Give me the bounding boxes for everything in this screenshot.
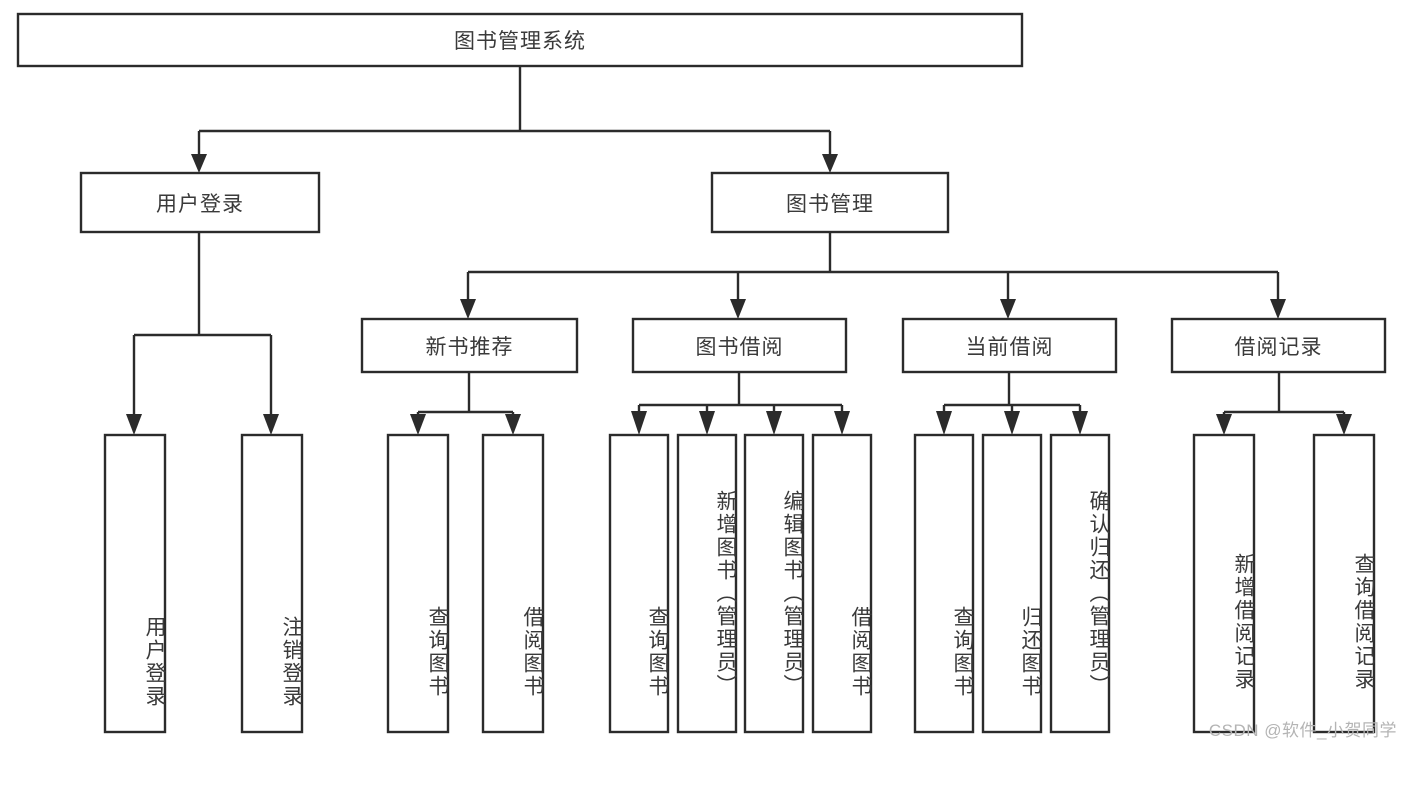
node-box-edit-book-admin[interactable] [743, 433, 805, 734]
watermark-text: CSDN @软件_小贺同学 [1208, 721, 1397, 740]
arrowhead-user-login-do [126, 414, 142, 435]
arrowhead-borrow-book-1 [505, 414, 521, 435]
arrowhead-query-borrow-record [1336, 414, 1352, 435]
diagram-root: 图书管理系统 用户登录 图书管理 新书推荐 图书借阅 当前借阅 借阅记录 用户登… [16, 12, 1397, 740]
node-box-query-book-1[interactable] [386, 433, 450, 734]
arrowhead-user-login [191, 154, 207, 173]
node-box-root[interactable] [16, 12, 1024, 68]
arrowhead-query-book-3 [936, 411, 952, 435]
arrowhead-user-logout [263, 414, 279, 435]
arrowhead-add-book-admin [699, 411, 715, 435]
arrowhead-current-borrow [1000, 299, 1016, 319]
arrowhead-book-borrow [730, 299, 746, 319]
node-box-confirm-return-admin[interactable] [1049, 433, 1111, 734]
arrowhead-new-book-recommend [460, 299, 476, 319]
node-box-query-book-3[interactable] [913, 433, 975, 734]
arrowhead-confirm-return-admin [1072, 411, 1088, 435]
arrowhead-query-book-2 [631, 411, 647, 435]
node-box-return-book[interactable] [981, 433, 1043, 734]
arrowhead-book-manage [822, 154, 838, 173]
arrowhead-edit-book-admin [766, 411, 782, 435]
node-box-borrow-record[interactable] [1170, 317, 1387, 374]
node-box-add-book-admin[interactable] [676, 433, 738, 734]
node-box-query-book-2[interactable] [608, 433, 670, 734]
node-box-book-borrow[interactable] [631, 317, 848, 374]
node-box-current-borrow[interactable] [901, 317, 1118, 374]
arrowhead-query-book-1 [410, 414, 426, 435]
node-box-user-login-do[interactable] [103, 433, 167, 734]
diagram-canvas [16, 12, 1387, 734]
node-box-query-borrow-record[interactable] [1312, 433, 1376, 734]
node-box-add-borrow-record[interactable] [1192, 433, 1256, 734]
node-box-new-book-recommend[interactable] [360, 317, 579, 374]
node-box-borrow-book-2[interactable] [811, 433, 873, 734]
arrowhead-borrow-book-2 [834, 411, 850, 435]
arrowhead-borrow-record [1270, 299, 1286, 319]
node-box-book-manage[interactable] [710, 171, 950, 234]
arrowhead-return-book [1004, 411, 1020, 435]
node-box-user-logout[interactable] [240, 433, 304, 734]
node-box-user-login[interactable] [79, 171, 321, 234]
arrowhead-add-borrow-record [1216, 414, 1232, 435]
node-box-borrow-book-1[interactable] [481, 433, 545, 734]
